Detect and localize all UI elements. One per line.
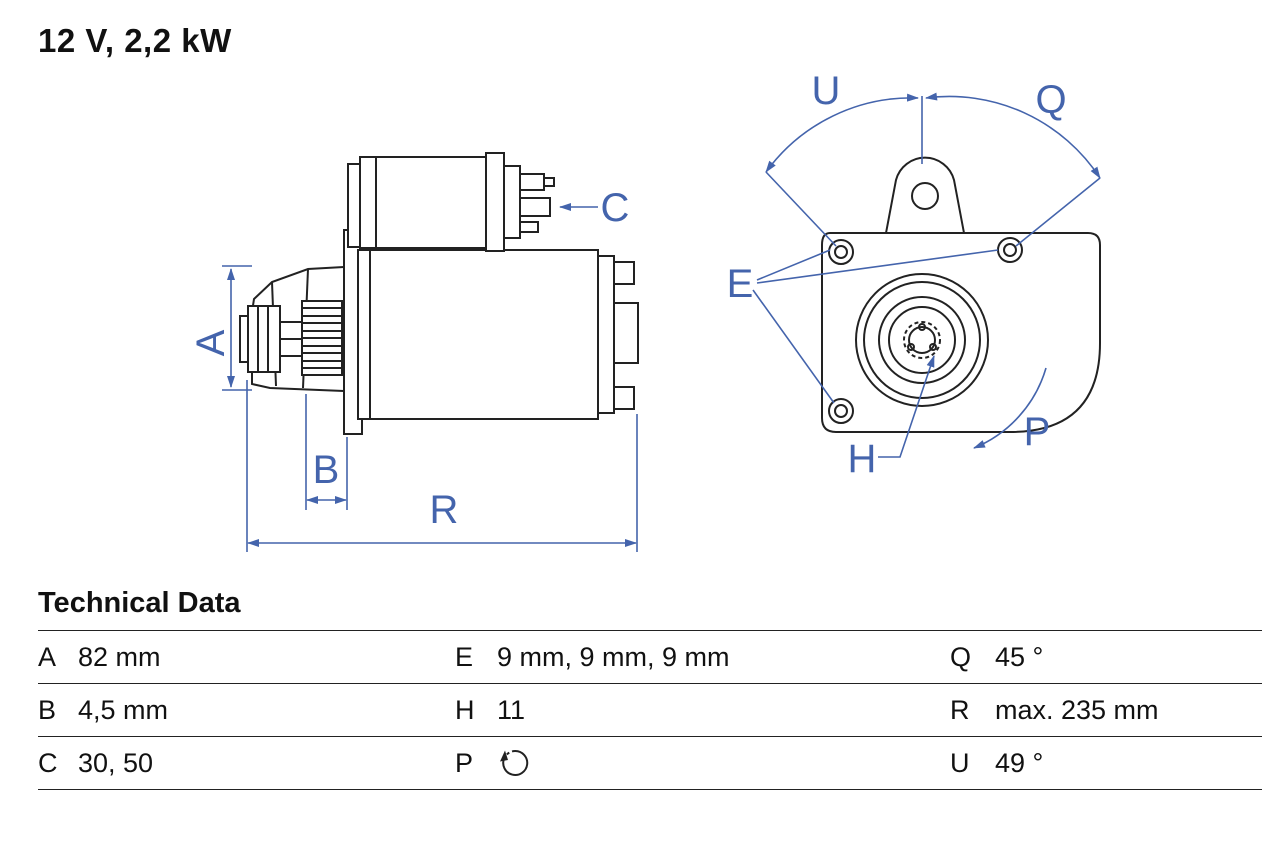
spec-table: A 82 mm E 9 mm, 9 mm, 9 mm Q 45 ° B 4,5 …	[38, 630, 1262, 790]
mounting-ear	[885, 156, 965, 234]
flange-outline	[821, 232, 1101, 433]
spec-c-key: C	[38, 747, 58, 778]
front-view-labels: U Q E H P	[727, 69, 1067, 481]
angle-leg-u	[765, 171, 837, 247]
label-r: R	[430, 488, 459, 532]
pinion-gear	[239, 305, 303, 373]
motor-housing	[357, 249, 639, 420]
front-view-drawing	[821, 156, 1101, 433]
label-a: A	[189, 329, 233, 356]
callout-h-line	[878, 355, 935, 458]
side-view-labels: A B C R	[189, 186, 629, 532]
angle-arc-u	[765, 93, 919, 173]
terminal-studs	[503, 165, 555, 239]
gear-teeth	[301, 300, 343, 376]
angle-leg-q	[1015, 177, 1101, 247]
spec-u-value: 49 °	[995, 747, 1044, 778]
dimension-r	[246, 380, 638, 552]
rotation-arrow-p	[973, 367, 1047, 449]
label-q: Q	[1035, 78, 1066, 122]
spec-p-value	[497, 746, 950, 780]
spec-a-key: A	[38, 641, 57, 672]
technical-data-section: Technical Data A 82 mm E 9 mm, 9 mm, 9 m…	[38, 586, 1262, 790]
solenoid	[347, 152, 505, 252]
rotation-direction-icon	[500, 749, 529, 776]
front-view-annotations	[752, 92, 1101, 458]
spec-q-key: Q	[950, 641, 972, 672]
spec-a-value: 82 mm	[78, 641, 161, 672]
table-row: A 82 mm E 9 mm, 9 mm, 9 mm Q 45 °	[38, 631, 1262, 684]
page-title: 12 V, 2,2 kW	[38, 22, 232, 59]
spec-r-key: R	[950, 694, 970, 725]
spec-e-value: 9 mm, 9 mm, 9 mm	[497, 641, 730, 672]
label-h: H	[848, 437, 877, 481]
technical-drawing: A B C R	[189, 69, 1101, 552]
table-row: C 30, 50 P U 49 °	[38, 737, 1262, 790]
center-boss	[855, 273, 989, 407]
spec-e-key: E	[455, 641, 474, 672]
label-c: C	[601, 186, 630, 230]
dimension-b	[305, 394, 348, 510]
label-e: E	[727, 262, 754, 306]
callout-e-lines	[752, 249, 999, 404]
spec-p-key: P	[455, 747, 474, 778]
spec-q-value: 45 °	[995, 641, 1044, 672]
label-p: P	[1024, 410, 1051, 454]
angle-arc-q	[925, 92, 1101, 179]
technical-data-heading: Technical Data	[38, 587, 241, 619]
side-view-dimensions	[222, 203, 638, 552]
spec-u-key: U	[950, 747, 970, 778]
spec-h-key: H	[455, 694, 475, 725]
spec-b-key: B	[38, 694, 57, 725]
table-row: B 4,5 mm H 11 R max. 235 mm	[38, 684, 1262, 737]
spec-b-value: 4,5 mm	[78, 694, 169, 725]
spec-c-value: 30, 50	[78, 747, 154, 778]
spec-r-value: max. 235 mm	[995, 694, 1159, 725]
label-b: B	[313, 448, 340, 492]
label-u: U	[812, 69, 841, 113]
spec-h-value: 11	[497, 694, 526, 725]
side-view-drawing	[239, 152, 639, 435]
